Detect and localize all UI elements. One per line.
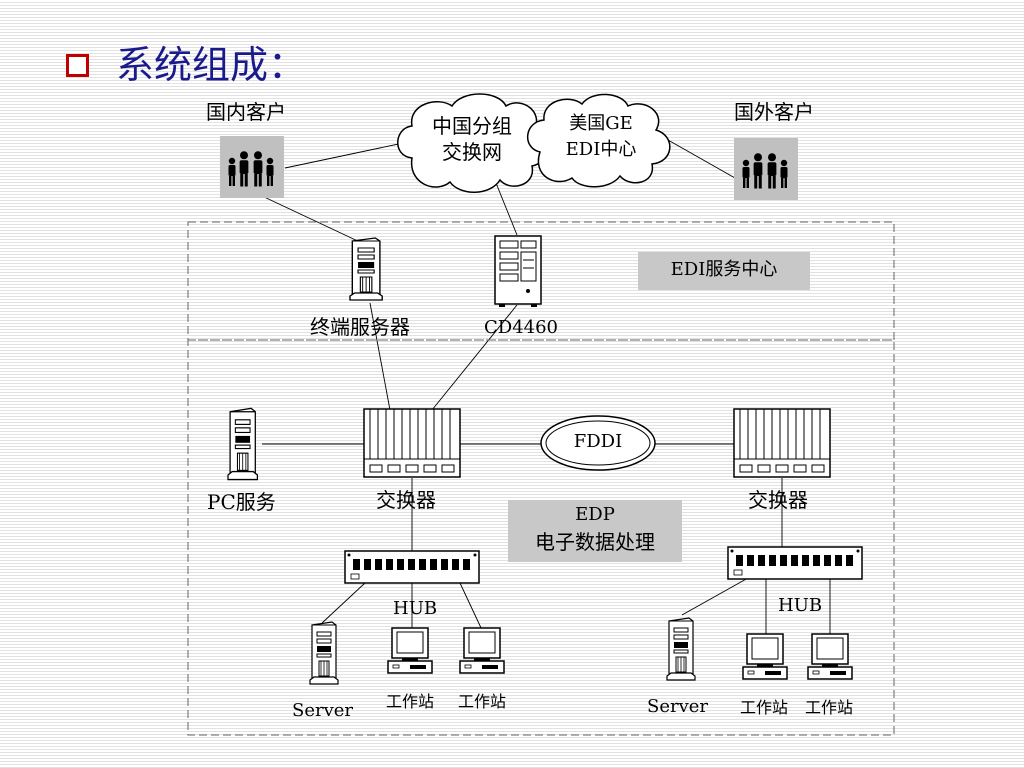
- pc-service-label: PC服务: [207, 490, 276, 514]
- connection-lines: [261, 139, 831, 634]
- edi-service-center-label: EDI服务中心: [670, 259, 778, 280]
- server-left-label: Server: [292, 700, 354, 721]
- foreign-clients-icon: [734, 138, 798, 200]
- server-right-icon: [666, 617, 696, 681]
- foreign-clients-label: 国外客户: [734, 100, 814, 124]
- workstation-1-label: 工作站: [386, 692, 435, 711]
- workstation-4-label: 工作站: [805, 698, 854, 717]
- us-edi-center-label-line2: EDI中心: [565, 139, 637, 160]
- slide-title: 系统组成：: [116, 43, 307, 87]
- hub-left-icon: [344, 550, 480, 584]
- pc-service-server-icon: [227, 407, 259, 481]
- server-left-icon: [309, 621, 339, 685]
- edp-box: [508, 500, 682, 562]
- workstation-3-icon: [742, 633, 788, 680]
- terminal-server-label: 终端服务器: [310, 315, 410, 339]
- edp-title-label: EDP: [575, 504, 615, 525]
- switch-left-icon: [363, 408, 461, 478]
- workstation-1-icon: [387, 627, 433, 674]
- us-edi-center-label-line1: 美国GE: [569, 113, 633, 134]
- edp-subtitle-label: 电子数据处理: [535, 530, 655, 554]
- workstation-2-label: 工作站: [458, 692, 507, 711]
- edi-service-center-box: [638, 252, 810, 290]
- fddi-ring-icon: [540, 415, 656, 471]
- hub-right-icon: [727, 546, 863, 580]
- switch-left-label: 交换器: [376, 488, 436, 512]
- switch-right-icon: [733, 408, 831, 478]
- china-network-label-line1: 中国分组: [432, 114, 512, 138]
- domestic-clients-label: 国内客户: [206, 100, 286, 124]
- china-network-label-line2: 交换网: [442, 140, 502, 164]
- title-bullet-icon: [66, 54, 89, 77]
- fddi-label: FDDI: [573, 431, 623, 452]
- workstation-3-label: 工作站: [740, 698, 789, 717]
- switch-right-label: 交换器: [748, 488, 808, 512]
- server-right-label: Server: [647, 696, 709, 717]
- us-edi-center-cloud-icon: [526, 93, 671, 188]
- cd4460-label: CD4460: [484, 317, 559, 338]
- cd4460-mainframe-icon: [494, 235, 542, 307]
- domestic-clients-icon: [220, 136, 284, 198]
- workstation-4-icon: [807, 633, 853, 680]
- edp-region: [187, 339, 895, 736]
- hub-right-label: HUB: [778, 595, 823, 616]
- terminal-server-icon: [349, 237, 383, 301]
- workstation-2-icon: [459, 627, 505, 674]
- hub-left-label: HUB: [393, 598, 438, 619]
